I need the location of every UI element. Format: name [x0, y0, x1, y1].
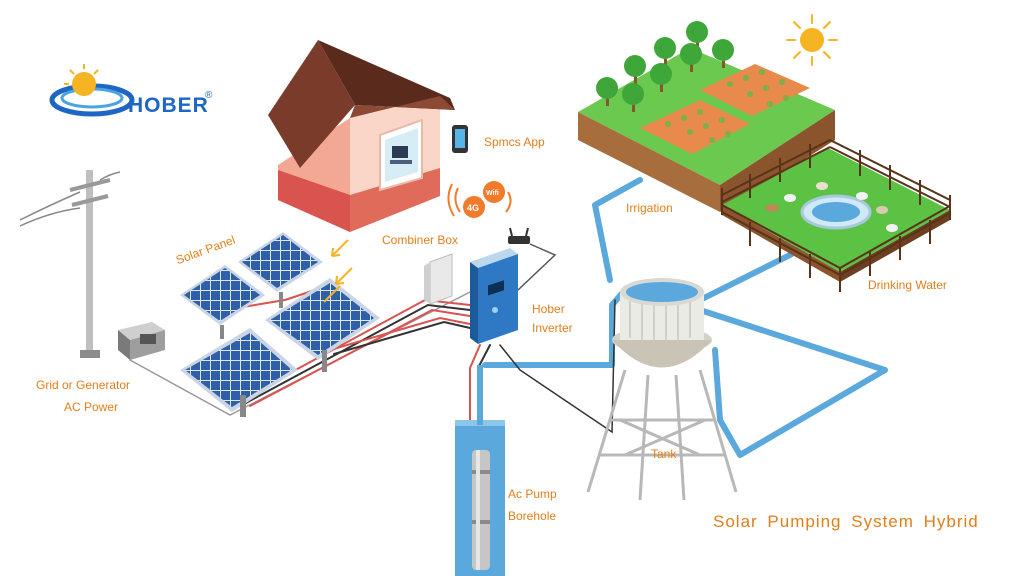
sun-icon — [786, 14, 838, 66]
badge-wifi-label: Wifi — [486, 190, 499, 197]
utility-pole — [19, 170, 121, 358]
drinking-water-pasture — [721, 139, 951, 292]
inverter-label-line1: Hober — [532, 302, 565, 316]
smartphone-icon — [452, 125, 468, 153]
drinking-water-label: Drinking Water — [868, 278, 947, 292]
grid-label-line1: Grid or Generator — [36, 378, 131, 392]
fence — [721, 139, 951, 292]
router-icon — [508, 227, 557, 291]
pump-label-line2: Borehole — [508, 509, 557, 523]
brand-registered-mark: ® — [205, 90, 213, 101]
borehole — [455, 365, 505, 576]
solar-panel-3 — [265, 278, 380, 372]
inverter-label-line2: Inverter — [532, 321, 573, 335]
solar-panel-1 — [238, 232, 323, 308]
spmcs-app-label: Spmcs App — [484, 135, 545, 149]
badge-4g-label: 4G — [467, 203, 479, 213]
solar-panel-4 — [180, 328, 298, 417]
ac-pump-icon — [472, 450, 490, 570]
brand-name: HOBER — [128, 94, 209, 117]
combiner-box-label: Combiner Box — [382, 233, 459, 247]
generator-icon — [118, 322, 165, 360]
tree-icons — [596, 21, 734, 112]
monitor-icon — [392, 146, 408, 158]
irrigation-label: Irrigation — [626, 201, 673, 215]
hober-logo: HOBER ® — [49, 64, 213, 117]
solar-panel-2 — [180, 265, 265, 339]
hober-inverter — [470, 248, 518, 344]
diagram-title: Solar Pumping System Hybrid — [713, 512, 979, 531]
water-tank — [586, 278, 738, 501]
solar-panel-array — [180, 232, 380, 417]
grid-label-line2: AC Power — [64, 400, 119, 414]
irrigation-field — [578, 21, 835, 212]
tank-label: Tank — [651, 447, 677, 461]
house — [268, 40, 455, 232]
wifi-badge-icon — [483, 181, 505, 203]
4g-badge-icon — [463, 196, 485, 218]
sunlight-arrow-icons — [323, 239, 353, 303]
animal-icons — [765, 182, 898, 232]
wireless-badges: 4G Wifi — [447, 181, 512, 218]
pump-label-line1: Ac Pump — [508, 487, 557, 501]
combiner-box — [424, 253, 453, 305]
